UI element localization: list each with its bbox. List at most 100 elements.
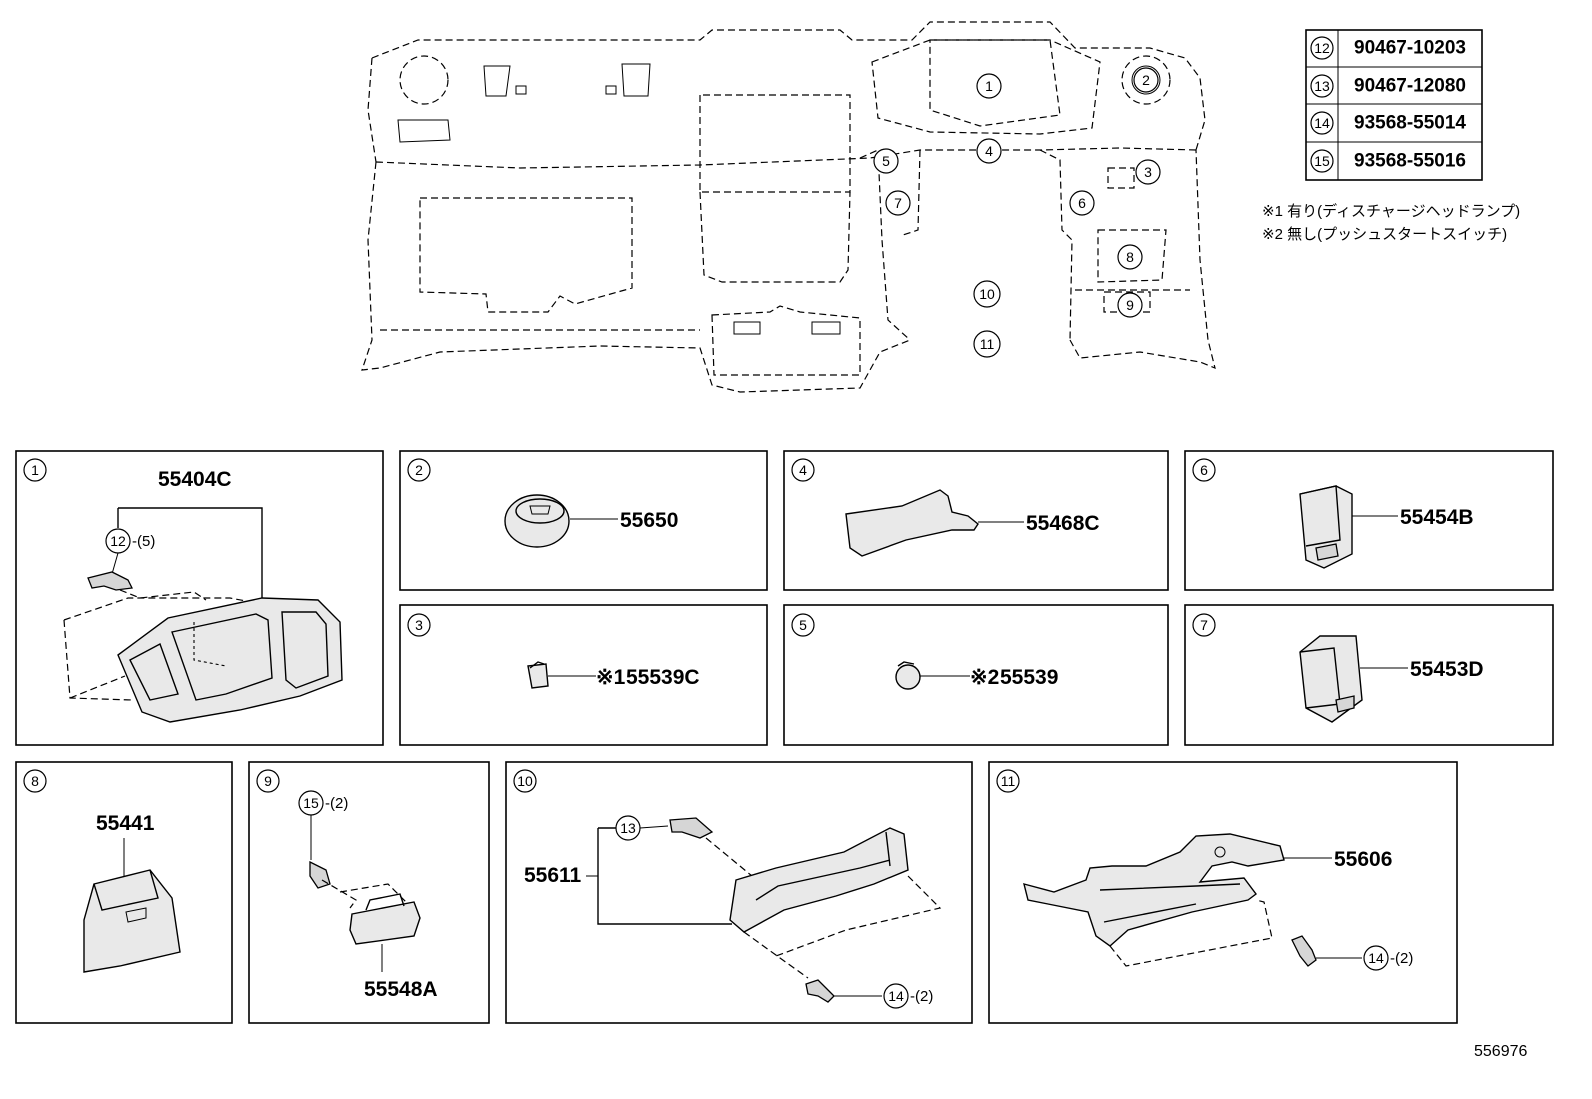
panel-1-ref: 1 bbox=[23, 458, 47, 482]
svg-text:55606: 55606 bbox=[1334, 848, 1392, 871]
panel-10-lower-panel: 55611 13 14 -(2) bbox=[524, 815, 942, 1009]
svg-text:-(2): -(2) bbox=[325, 795, 348, 812]
panel-11-ref: 11 bbox=[996, 769, 1020, 793]
callout-1: 1 bbox=[976, 73, 1002, 99]
svg-text:7: 7 bbox=[1200, 617, 1208, 633]
note-2: ※2 無し(プッシュスタートスイッチ) bbox=[1262, 226, 1507, 243]
svg-text:14: 14 bbox=[1368, 950, 1384, 966]
svg-text:93568-55016: 93568-55016 bbox=[1354, 151, 1466, 172]
svg-text:11: 11 bbox=[980, 336, 995, 352]
panel-11-lower-bracket: 55606 14 -(2) bbox=[1023, 833, 1413, 971]
svg-text:55441: 55441 bbox=[96, 812, 155, 835]
notes: ※1 有り(ディスチャージヘッドランプ) ※2 無し(プッシュスタートスイッチ) bbox=[1262, 202, 1520, 243]
callout-5: 5 bbox=[873, 148, 899, 174]
svg-text:10: 10 bbox=[517, 773, 533, 789]
callout-10: 10 bbox=[973, 280, 1001, 308]
svg-text:5: 5 bbox=[799, 617, 807, 633]
screw-14-callout: 14 bbox=[1363, 945, 1389, 971]
screw-14-callout: 14 bbox=[883, 983, 909, 1009]
panel-7-ref: 7 bbox=[1192, 613, 1216, 637]
svg-text:13: 13 bbox=[1314, 78, 1330, 94]
callout-9: 9 bbox=[1117, 292, 1143, 318]
svg-text:14: 14 bbox=[1314, 115, 1330, 131]
diagram-code: 556976 bbox=[1474, 1043, 1527, 1060]
svg-text:※2: ※2 bbox=[970, 666, 999, 689]
svg-text:14: 14 bbox=[888, 988, 904, 1004]
panel-5-ref: 5 bbox=[791, 613, 815, 637]
svg-text:6: 6 bbox=[1200, 462, 1208, 478]
clip-13-callout: 13 bbox=[615, 815, 641, 841]
svg-text:55454B: 55454B bbox=[1400, 506, 1474, 529]
svg-text:4: 4 bbox=[799, 462, 807, 478]
panel-6-ref: 6 bbox=[1192, 458, 1216, 482]
table-row: 12 90467-10203 bbox=[1310, 36, 1466, 60]
svg-text:5: 5 bbox=[882, 153, 890, 169]
overview-callouts: 1 2 3 4 5 6 7 8 9 10 11 bbox=[873, 67, 1161, 358]
svg-text:55539C: 55539C bbox=[626, 666, 700, 689]
instrument-panel-overview bbox=[361, 21, 1216, 393]
svg-text:13: 13 bbox=[620, 820, 636, 836]
callout-11: 11 bbox=[973, 330, 1001, 358]
panel-3-ref: 3 bbox=[407, 613, 431, 637]
panel-3-hole-cover: ※1 55539C bbox=[527, 661, 700, 689]
panel-9-switch: 15 -(2) 55548A bbox=[298, 790, 438, 1001]
svg-text:8: 8 bbox=[31, 773, 39, 789]
panel-8-ref: 8 bbox=[23, 769, 47, 793]
svg-text:9: 9 bbox=[264, 773, 272, 789]
callout-3: 3 bbox=[1135, 159, 1161, 185]
panel-9-ref: 9 bbox=[256, 769, 280, 793]
table-row: 13 90467-12080 bbox=[1310, 74, 1466, 98]
svg-text:1: 1 bbox=[985, 78, 993, 94]
table-row: 15 93568-55016 bbox=[1310, 149, 1466, 173]
svg-text:90467-10203: 90467-10203 bbox=[1354, 38, 1466, 59]
svg-text:2: 2 bbox=[415, 462, 423, 478]
svg-text:15: 15 bbox=[303, 795, 319, 811]
callout-8: 8 bbox=[1117, 244, 1143, 270]
clip-12-callout: 12 bbox=[105, 528, 131, 554]
svg-text:1: 1 bbox=[31, 462, 39, 478]
svg-text:90467-12080: 90467-12080 bbox=[1354, 76, 1466, 97]
callout-6: 6 bbox=[1069, 190, 1095, 216]
callout-4: 4 bbox=[976, 138, 1002, 164]
svg-text:55650: 55650 bbox=[620, 509, 678, 532]
svg-text:4: 4 bbox=[985, 143, 993, 159]
svg-text:55548A: 55548A bbox=[364, 978, 438, 1001]
panel-1-meter-hood: 55404C 12 -(5) bbox=[63, 468, 343, 723]
svg-text:10: 10 bbox=[979, 286, 995, 302]
svg-text:55404C: 55404C bbox=[158, 468, 232, 491]
svg-text:3: 3 bbox=[1144, 164, 1152, 180]
svg-text:55453D: 55453D bbox=[1410, 658, 1484, 681]
panel-frames bbox=[15, 450, 1554, 1024]
panel-2-register: 55650 bbox=[504, 494, 678, 548]
svg-text:15: 15 bbox=[1314, 153, 1330, 169]
panel-7-cover: 55453D bbox=[1299, 635, 1484, 723]
svg-text:55611: 55611 bbox=[524, 864, 582, 887]
note-1: ※1 有り(ディスチャージヘッドランプ) bbox=[1262, 202, 1520, 220]
parts-table: 12 90467-10203 13 90467-12080 14 93568-5501… bbox=[1305, 29, 1483, 181]
svg-text:8: 8 bbox=[1126, 249, 1134, 265]
svg-text:6: 6 bbox=[1078, 195, 1086, 211]
callout-2: 2 bbox=[1133, 67, 1159, 93]
svg-text:3: 3 bbox=[415, 617, 423, 633]
svg-text:55539: 55539 bbox=[1000, 666, 1058, 689]
svg-text:-(2): -(2) bbox=[910, 988, 933, 1005]
panel-6-cover: 55454B bbox=[1299, 485, 1474, 569]
panel-4-bracket: 55468C bbox=[845, 489, 1100, 557]
panel-10-ref: 10 bbox=[513, 769, 537, 793]
svg-text:-(2): -(2) bbox=[1390, 950, 1413, 967]
svg-text:-(5): -(5) bbox=[132, 533, 155, 550]
panel-4-ref: 4 bbox=[791, 458, 815, 482]
panel-2-ref: 2 bbox=[407, 458, 431, 482]
callout-7: 7 bbox=[885, 190, 911, 216]
svg-text:12: 12 bbox=[110, 533, 126, 549]
svg-text:55468C: 55468C bbox=[1026, 512, 1100, 535]
svg-text:9: 9 bbox=[1126, 297, 1134, 313]
svg-text:※1: ※1 bbox=[596, 666, 626, 689]
svg-text:93568-55014: 93568-55014 bbox=[1354, 113, 1466, 134]
svg-text:7: 7 bbox=[894, 195, 902, 211]
panel-ref-circles: 1 2 3 4 5 6 7 8 9 10 11 bbox=[23, 458, 1216, 793]
screw-15-callout: 15 bbox=[298, 790, 324, 816]
panel-5-hole-cover: ※2 55539 bbox=[895, 661, 1058, 690]
svg-text:12: 12 bbox=[1314, 40, 1330, 56]
